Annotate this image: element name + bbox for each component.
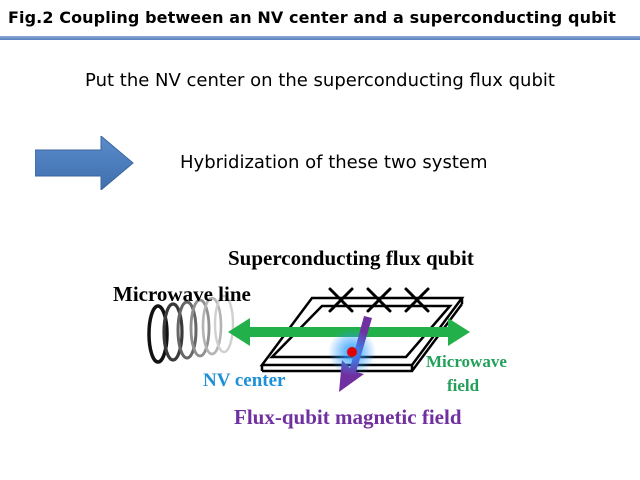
label-flux-qubit-magnetic-field: Flux-qubit magnetic field — [234, 405, 462, 429]
title-underline — [0, 36, 640, 40]
label-microwave-field-line1: Microwave — [426, 352, 507, 371]
flux-qubit-loop — [259, 296, 465, 373]
nv-center-dot — [347, 347, 357, 357]
label-microwave-line: Microwave line — [113, 282, 251, 306]
right-arrow-icon — [35, 136, 134, 190]
slide-title: Fig.2 Coupling between an NV center and … — [8, 8, 616, 27]
statement-line-1: Put the NV center on the superconducting… — [85, 70, 555, 91]
statement-line-2: Hybridization of these two system — [180, 152, 488, 173]
josephson-junctions — [328, 287, 430, 313]
microwave-line-coil — [147, 294, 235, 364]
label-microwave-field-line2: field — [447, 376, 480, 395]
label-superconducting-flux-qubit: Superconducting flux qubit — [228, 246, 474, 270]
label-nv-center: NV center — [203, 370, 286, 391]
